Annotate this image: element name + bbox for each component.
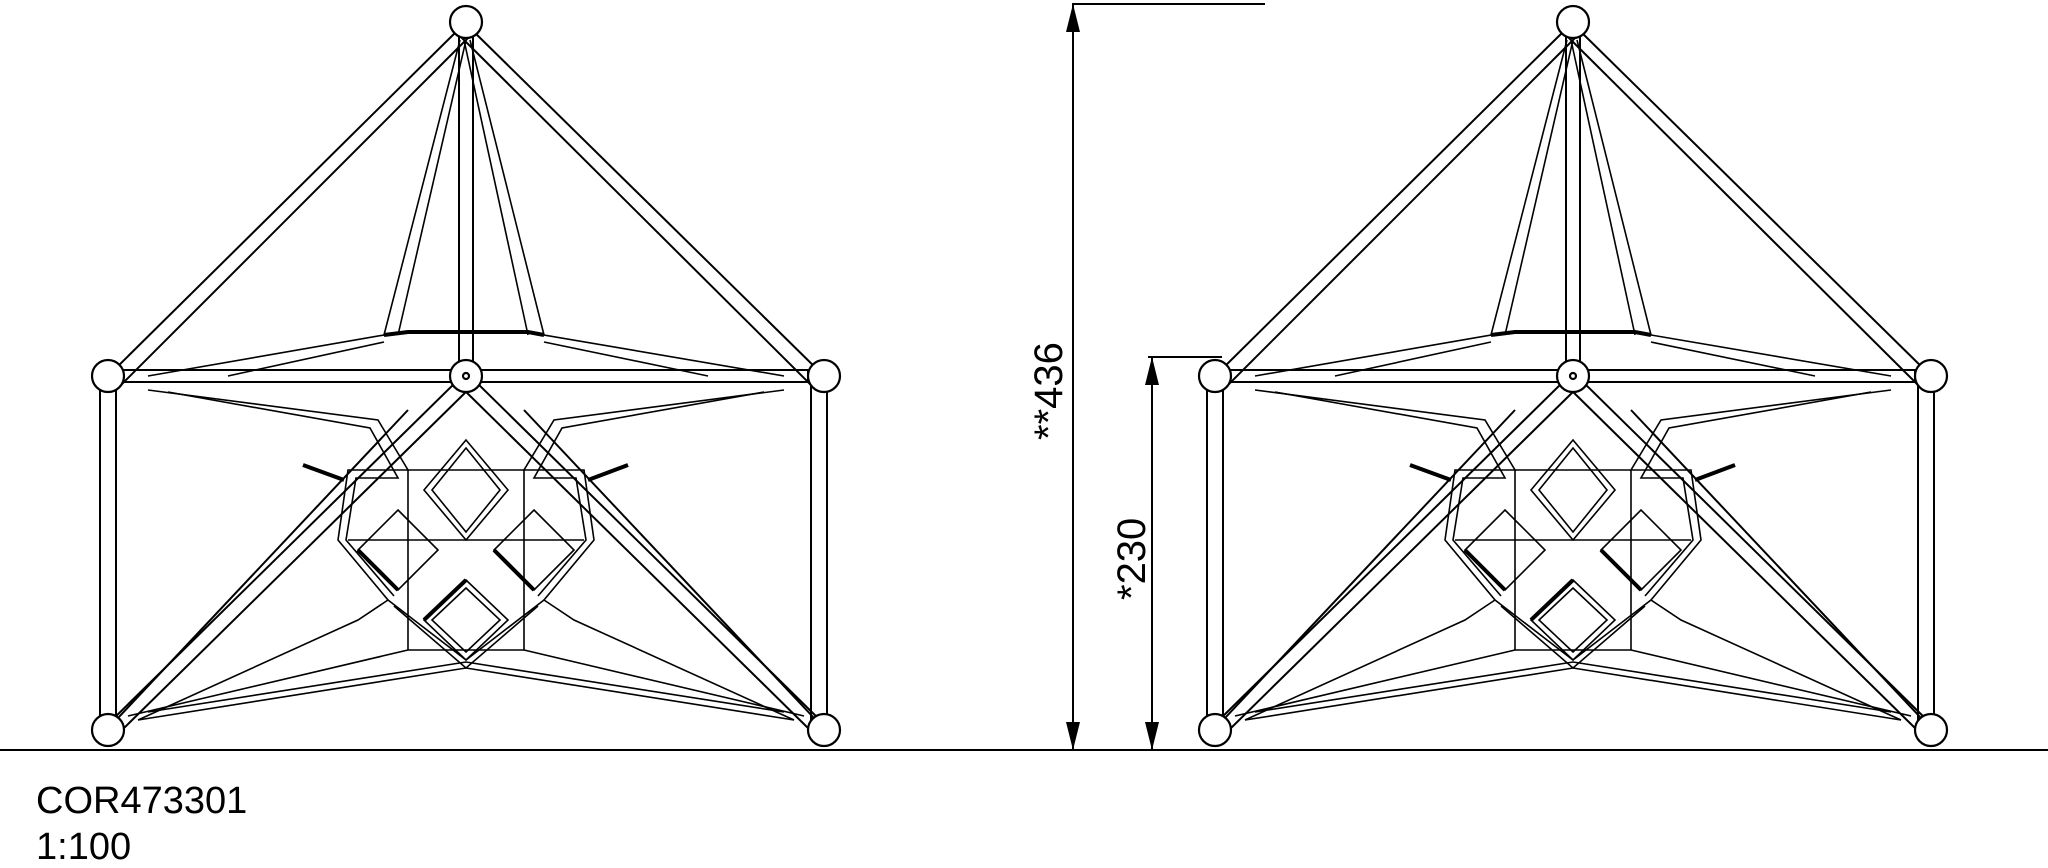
drawing-scale: 1:100	[36, 826, 132, 868]
product-code: COR473301	[36, 780, 248, 822]
front-elevation-view	[90, 4, 842, 748]
total-height-dimension: **436	[1027, 3, 1265, 750]
side-elevation-view	[1197, 4, 1949, 748]
platform-height-label: *230	[1110, 518, 1154, 600]
total-height-label: **436	[1027, 342, 1071, 440]
platform-height-dimension: *230	[1110, 356, 1222, 750]
